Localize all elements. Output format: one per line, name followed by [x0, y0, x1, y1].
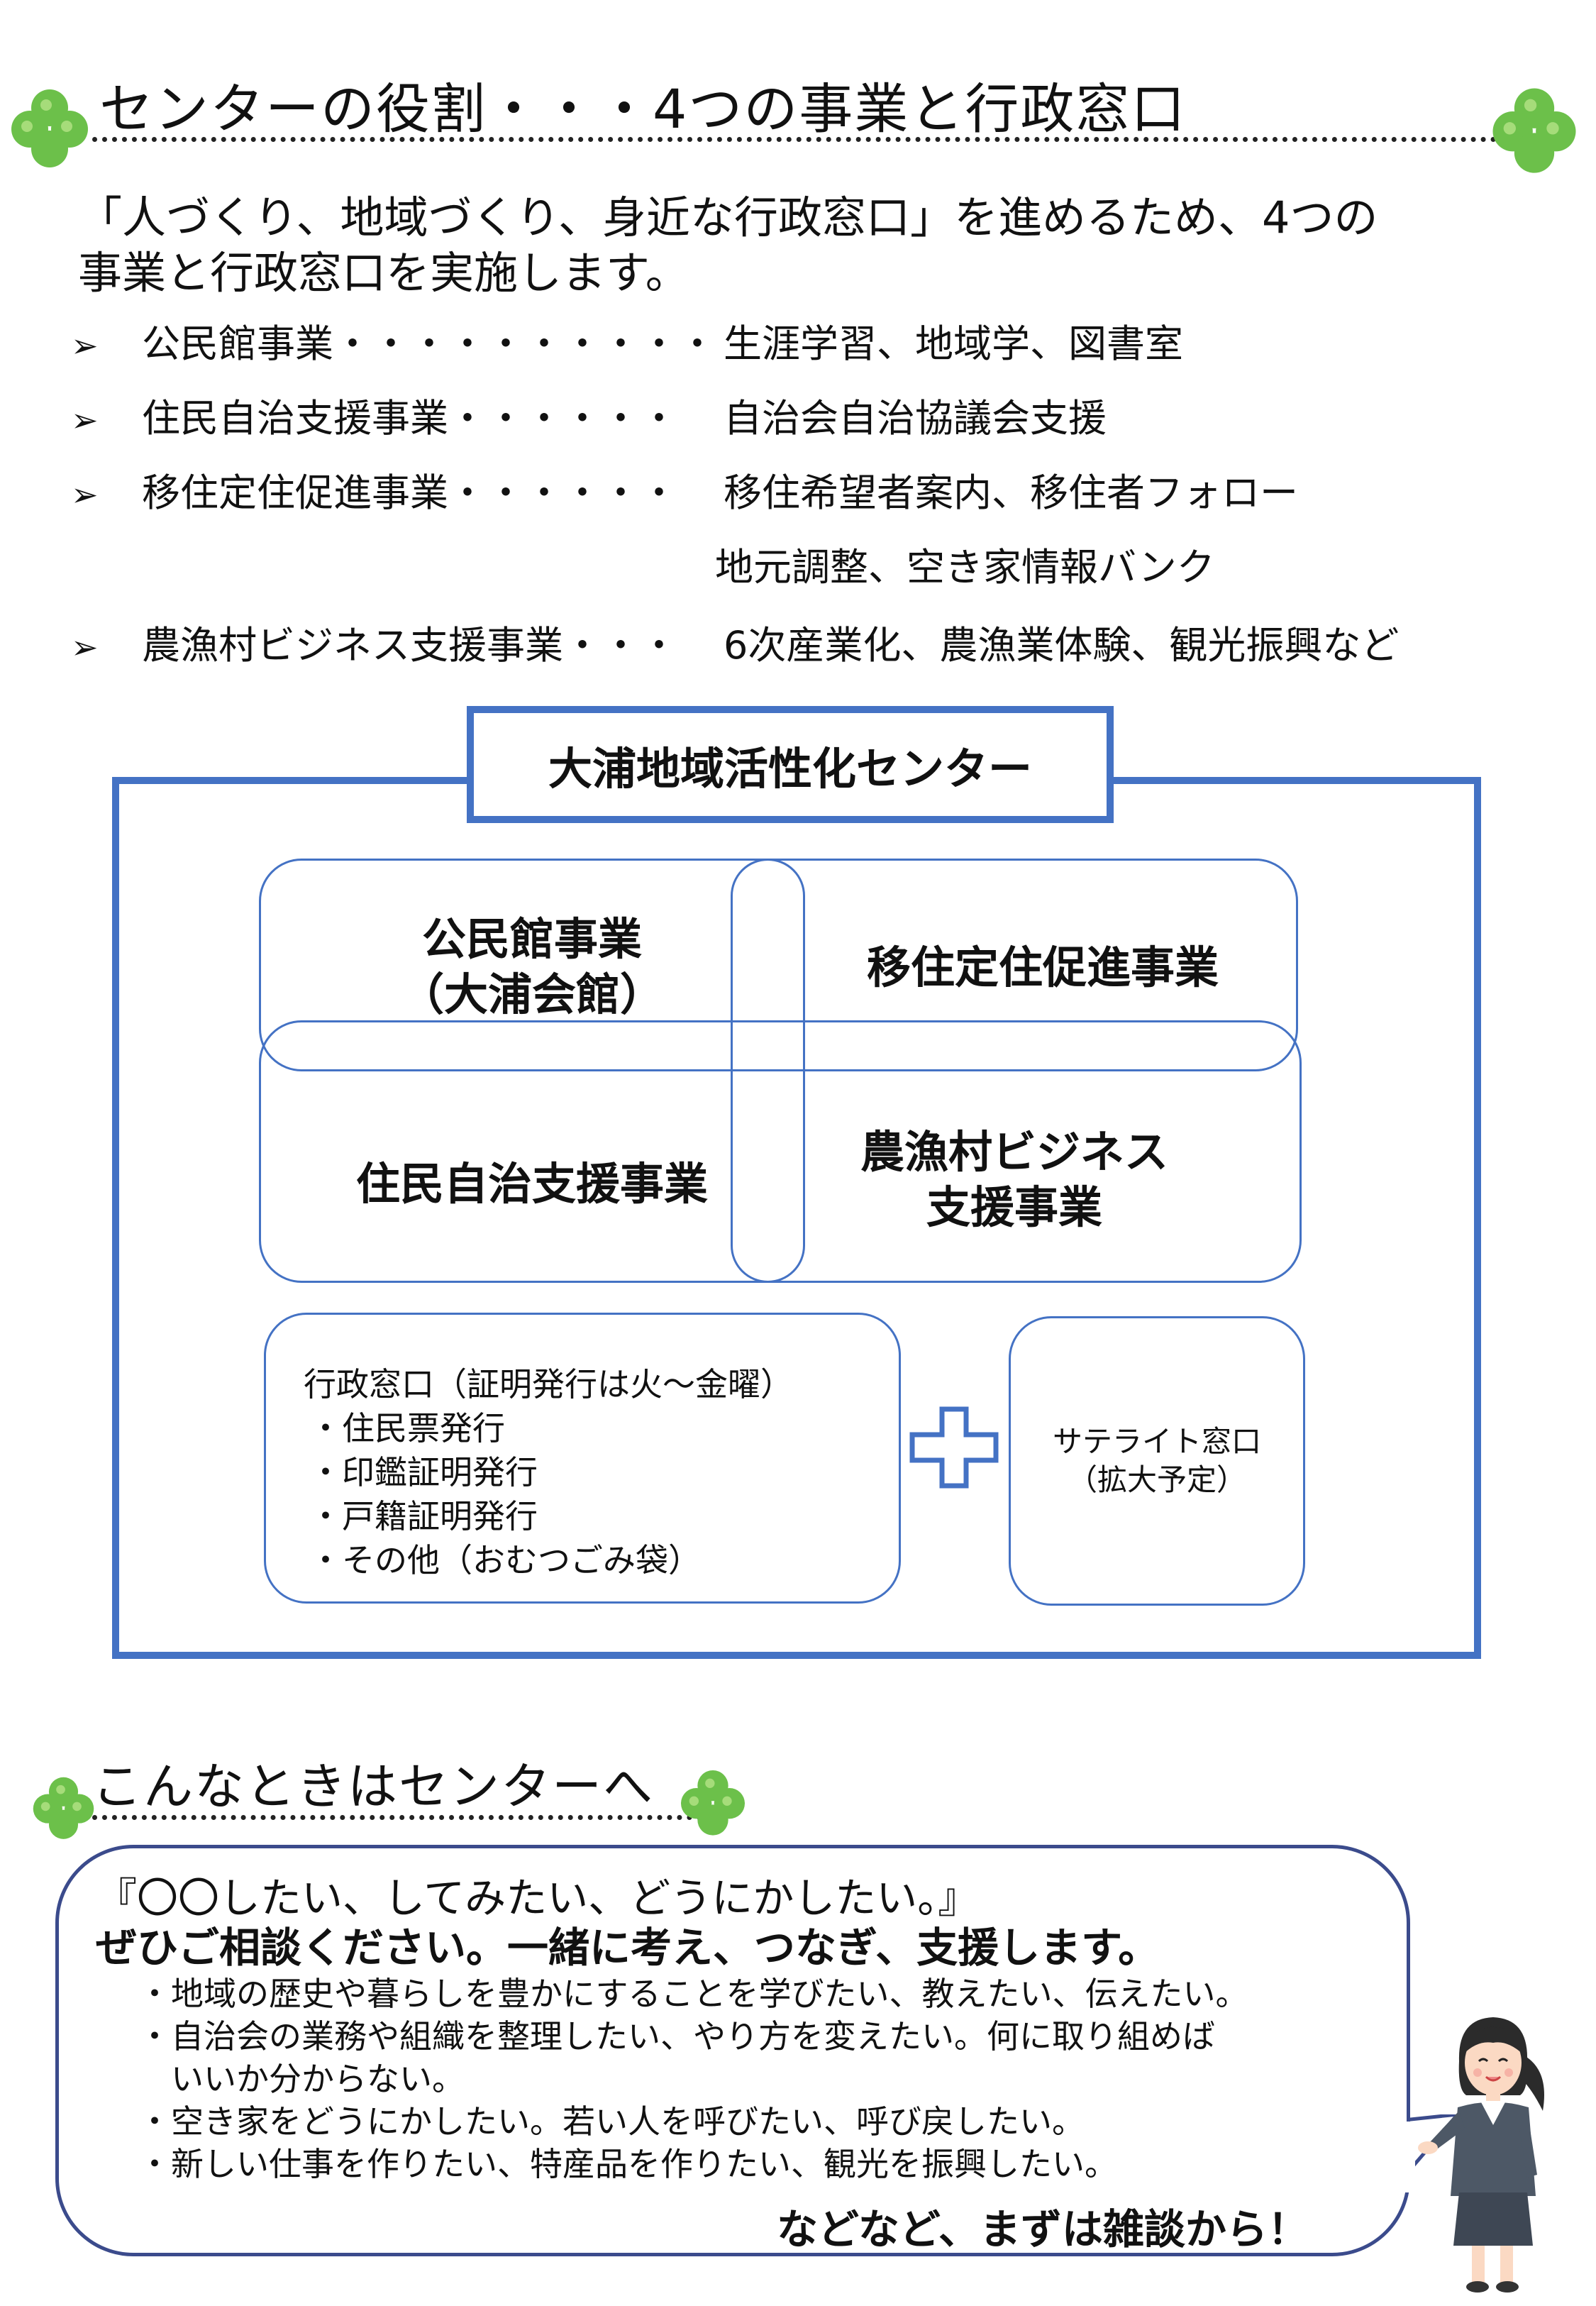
satellite-label: サテライト窓口 （拡大予定） [1009, 1423, 1305, 1499]
intro-line: 事業と行政窓口を実施します。 [78, 247, 689, 299]
staff-woman-illustration [1418, 2017, 1544, 2293]
project-name: 移住定住促進事業・・・・・・ [142, 470, 678, 515]
bubble-closing: などなど、まずは雑談から！ [777, 2205, 1309, 2253]
clover-icon [1492, 88, 1576, 173]
list-item: ➢ 農漁村ビジネス支援事業・・・ [71, 614, 678, 670]
gyousei-text: 行政窓口（証明発行は火～金曜） ・住民票発行 ・印鑑証明発行 ・戸籍証明発行 ・… [304, 1362, 793, 1582]
project-desc: 生涯学習、地域学、図書室 [724, 321, 1183, 366]
project-name: 住民自治支援事業・・・・・・ [142, 396, 678, 441]
bubble-item: ・新しい仕事を作りたい、特産品を作りたい、観光を振興したい。 [138, 2145, 1117, 2183]
arrow-bullet-icon: ➢ [71, 628, 99, 666]
vertical-band [731, 859, 805, 1283]
arrow-bullet-icon: ➢ [71, 326, 99, 365]
arrow-bullet-icon: ➢ [71, 475, 99, 514]
clover-icon [11, 89, 88, 167]
project-desc: 自治会自治協議会支援 [724, 396, 1107, 441]
satellite-box [1009, 1316, 1305, 1606]
gyousei-item: ・戸籍証明発行 [309, 1497, 538, 1535]
project-name: 公民館事業・・・・・・・・・・ [142, 321, 716, 366]
satellite-line: （拡大予定） [1067, 1462, 1246, 1497]
project-desc: 移住希望者案内、移住者フォロー [724, 470, 1298, 515]
list-item: ➢ 移住定住促進事業・・・・・・ [71, 461, 678, 517]
kominkan-label: 公民館事業 （大浦会館） [369, 912, 695, 1022]
business-line: 支援事業 [926, 1181, 1102, 1233]
project-desc: 6次産業化、農漁業体験、観光振興など [724, 623, 1400, 668]
project-name: 農漁村ビジネス支援事業・・・ [142, 623, 678, 668]
kominkan-line: 公民館事業 [421, 913, 642, 965]
clover-icon [681, 1770, 745, 1836]
bubble-text: 『〇〇したい、してみたい、どうにかしたい。』 ぜひご相談ください。一緒に考え、つ… [96, 1873, 1373, 2185]
title-underline [92, 137, 1497, 142]
intro-line: 「人づくり、地域づくり、身近な行政窓口」を進めるため、4つの [78, 192, 1378, 243]
bubble-quote: 『〇〇したい、してみたい、どうにかしたい。』 [96, 1874, 980, 1922]
section-title-role: センターの役割・・・4つの事業と行政窓口 [99, 77, 1187, 140]
speech-bubble [55, 1845, 1410, 2256]
kominkan-line: （大浦会館） [399, 969, 664, 1020]
business-line: 農漁村ビジネス [860, 1126, 1168, 1178]
gyousei-item: ・住民票発行 [309, 1409, 505, 1447]
gyousei-item: ・その他（おむつごみ袋） [309, 1541, 701, 1579]
bottom-band [259, 1020, 1302, 1283]
list-item: ➢ 公民館事業・・・・・・・・・・ [71, 312, 716, 368]
gyousei-box [264, 1313, 901, 1604]
arrow-bullet-icon: ➢ [71, 401, 99, 439]
business-label: 農漁村ビジネス 支援事業 [830, 1125, 1199, 1235]
title-underline [92, 1815, 702, 1820]
list-item: ➢ 住民自治支援事業・・・・・・ [71, 387, 678, 443]
project-desc: 地元調整、空き家情報バンク [715, 545, 1215, 590]
section-title-consult: こんなときはセンターへ [92, 1758, 654, 1816]
gyousei-item: ・印鑑証明発行 [309, 1453, 538, 1491]
bubble-item: ・地域の歴史や暮らしを豊かにすることを学びたい、教えたい、伝えたい。 [138, 1975, 1248, 2013]
clover-icon [33, 1777, 94, 1839]
bubble-item: ・自治会の業務や組織を整理したい、やり方を変えたい。何に取り組めば [138, 2017, 1215, 2056]
bubble-invite: ぜひご相談ください。一緒に考え、つなぎ、支援します。 [96, 1924, 1160, 1972]
jichi-label: 住民自治支援事業 [355, 1158, 708, 1210]
bubble-tail-cover [1387, 2122, 1415, 2192]
gyousei-title: 行政窓口（証明発行は火～金曜） [304, 1365, 793, 1403]
satellite-line: サテライト窓口 [1052, 1424, 1261, 1459]
bubble-item: いいか分からない。 [138, 2060, 465, 2098]
center-name: 大浦地域活性化センター [467, 706, 1114, 823]
iju-label: 移住定住促進事業 [866, 942, 1219, 993]
plus-icon [909, 1406, 999, 1489]
intro-text: 「人づくり、地域づくり、身近な行政窓口」を進めるため、4つの 事業と行政窓口を実… [78, 190, 1532, 301]
bubble-item: ・空き家をどうにかしたい。若い人を呼びたい、呼び戻したい。 [138, 2102, 1085, 2141]
